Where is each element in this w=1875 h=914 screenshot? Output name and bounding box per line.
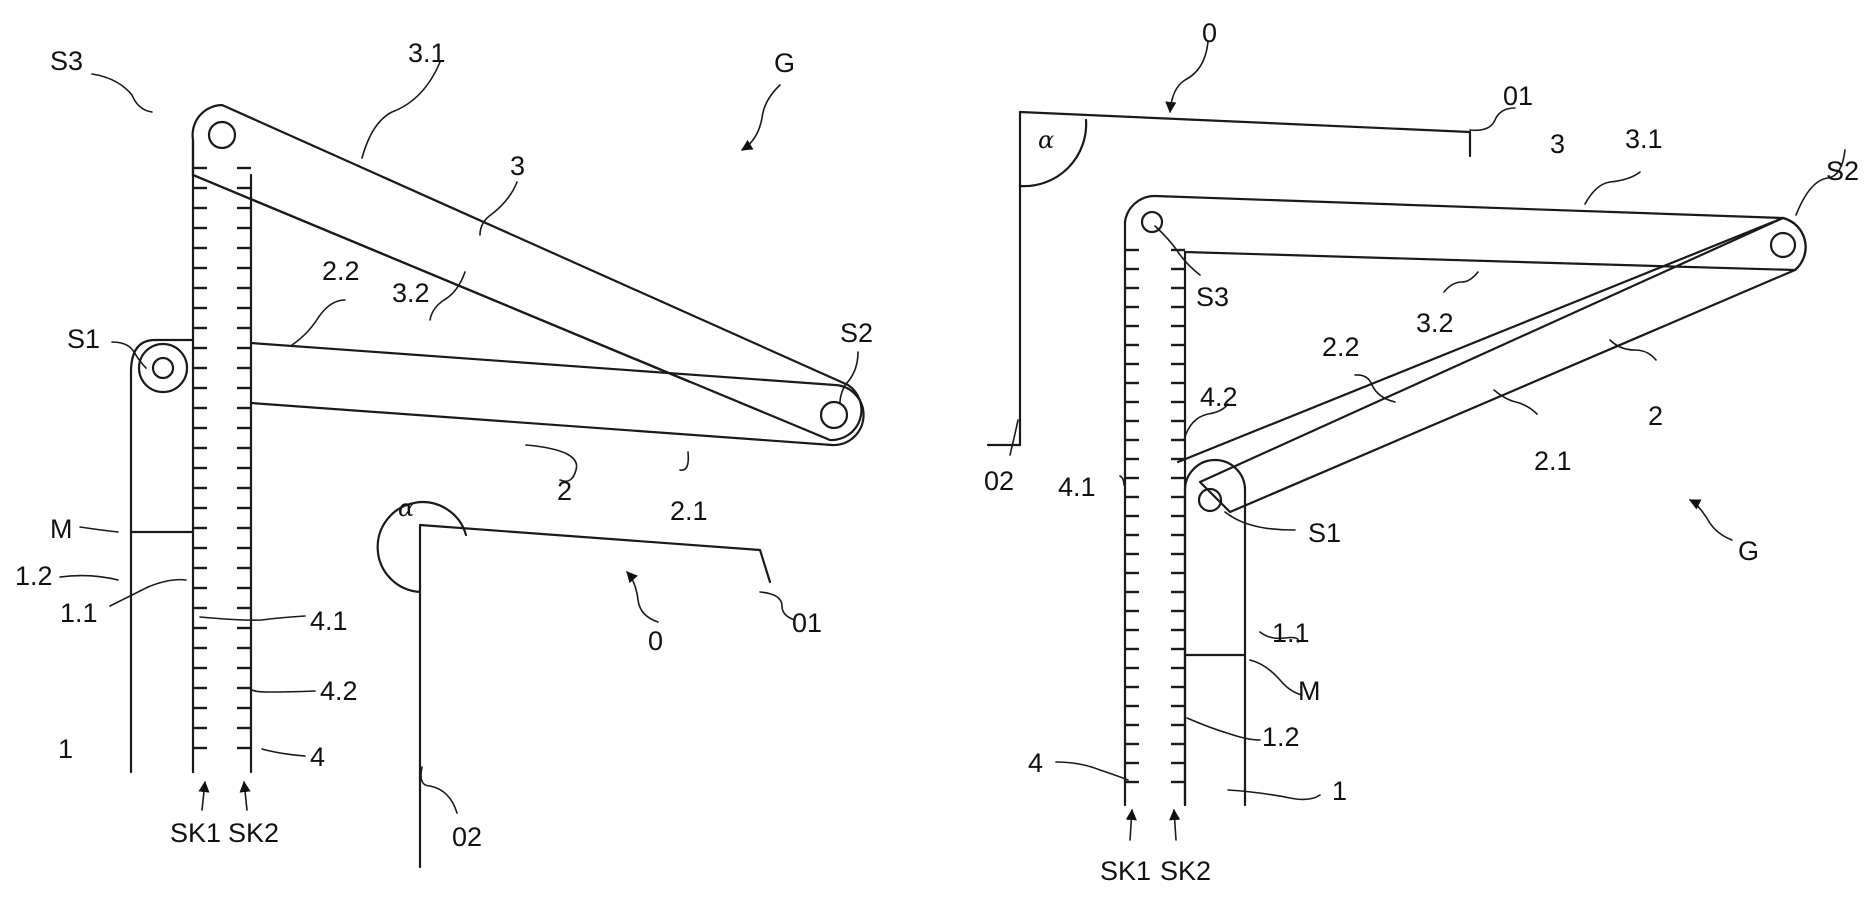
label-2-1: 2.1	[670, 496, 708, 526]
label-sk2: SK2	[228, 818, 279, 848]
object-0	[378, 502, 770, 867]
label-2-right: 2	[1648, 401, 1663, 431]
ruler-4-right	[1125, 230, 1185, 805]
label-3: 3	[510, 151, 525, 181]
label-sk1-right: SK1	[1100, 856, 1151, 886]
label-s3-right: S3	[1196, 282, 1229, 312]
label-1: 1	[58, 734, 73, 764]
label-3-1: 3.1	[408, 38, 446, 68]
label-s3: S3	[50, 46, 83, 76]
label-g-right: G	[1738, 536, 1759, 566]
label-s1: S1	[67, 324, 100, 354]
label-s1-right: S1	[1308, 518, 1341, 548]
figure-right: 0 01 α 3 3.1 S2 S3 3.2 2.2 2 4.2 02 4.1 …	[984, 18, 1859, 886]
label-4-1: 4.1	[310, 606, 348, 636]
label-2-2: 2.2	[322, 256, 360, 286]
leg-1	[131, 340, 193, 772]
label-2-2-right: 2.2	[1322, 332, 1360, 362]
label-3-2: 3.2	[392, 278, 430, 308]
label-s2-right: S2	[1826, 156, 1859, 186]
label-4-2: 4.2	[320, 676, 358, 706]
label-02-right: 02	[984, 466, 1014, 496]
arm-3	[193, 105, 862, 440]
label-4-1-right: 4.1	[1058, 472, 1096, 502]
label-1-2-right: 1.2	[1262, 722, 1300, 752]
label-alpha: α	[398, 494, 414, 522]
label-1-right: 1	[1332, 776, 1347, 806]
label-4-2-right: 4.2	[1200, 382, 1238, 412]
label-o1-right: 01	[1503, 81, 1533, 111]
label-s2: S2	[840, 318, 873, 348]
label-o: 0	[648, 626, 663, 656]
label-3-1-right: 3.1	[1625, 124, 1663, 154]
label-4: 4	[310, 742, 325, 772]
label-o-right: 0	[1202, 18, 1217, 48]
label-3-2-right: 3.2	[1416, 308, 1454, 338]
label-2: 2	[557, 476, 572, 506]
label-sk1: SK1	[170, 818, 221, 848]
label-m-right: M	[1298, 676, 1321, 706]
label-1-2: 1.2	[15, 561, 53, 591]
labels-left: S3 3.1 G 3 2.2 3.2 S1 S2 2 2.1 M 1.2 1.1…	[15, 38, 873, 852]
label-o1: 01	[792, 608, 822, 638]
label-m: M	[50, 514, 73, 544]
label-4-right: 4	[1028, 748, 1043, 778]
ruler-4	[193, 140, 251, 772]
label-3-right: 3	[1550, 129, 1565, 159]
label-sk2-right: SK2	[1160, 856, 1211, 886]
arm-2	[251, 343, 864, 445]
leg-1-right	[1185, 460, 1245, 805]
label-alpha-right: α	[1038, 126, 1054, 154]
ruler-4-right-scale-ticks	[1125, 250, 1185, 782]
label-1-1: 1.1	[60, 598, 98, 628]
figure-left: S3 3.1 G 3 2.2 3.2 S1 S2 2 2.1 M 1.2 1.1…	[15, 38, 873, 867]
label-g: G	[774, 48, 795, 78]
arm-3-right	[1125, 196, 1806, 270]
ruler-4-scale-ticks	[193, 168, 251, 748]
label-o2: 02	[452, 822, 482, 852]
label-1-1-right: 1.1	[1272, 618, 1310, 648]
label-2-1-right: 2.1	[1534, 446, 1572, 476]
labels-right: 0 01 α 3 3.1 S2 S3 3.2 2.2 2 4.2 02 4.1 …	[984, 18, 1859, 886]
